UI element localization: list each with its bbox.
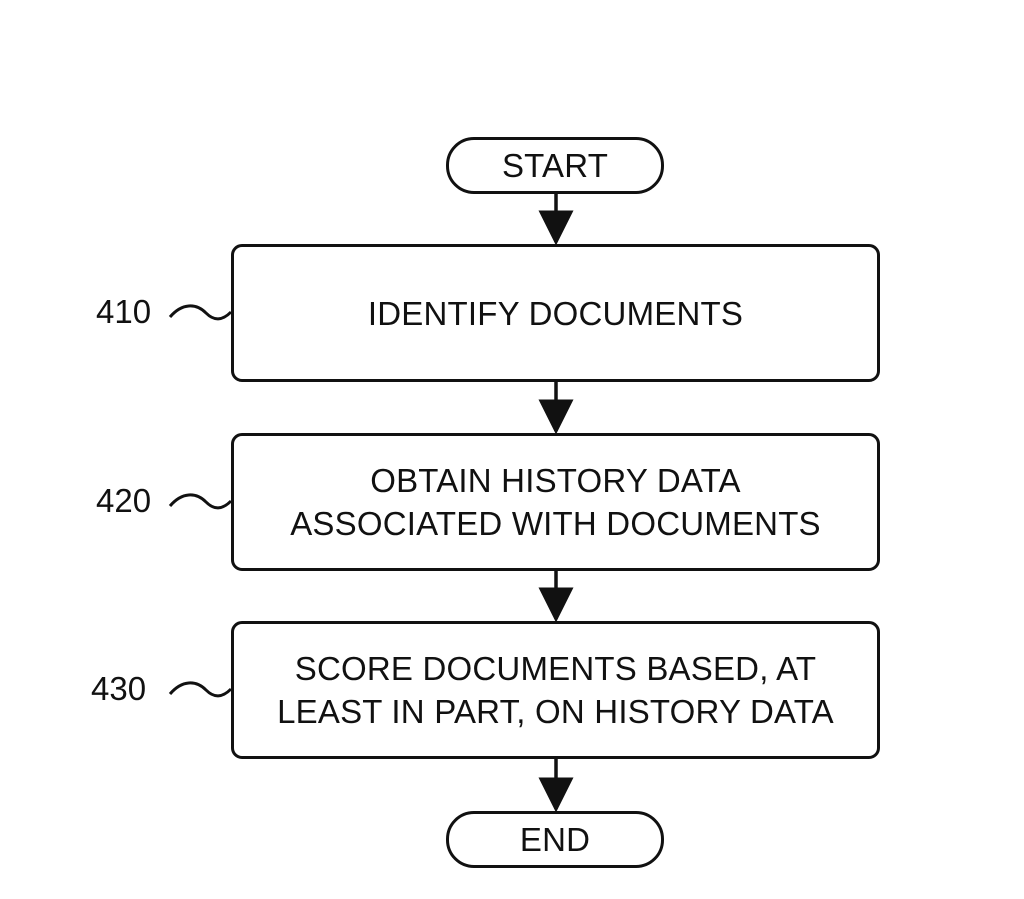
step-box-430: SCORE DOCUMENTS BASED, AT LEAST IN PART,… [231, 621, 880, 759]
reference-number-430: 430 [91, 670, 147, 707]
step-box-420: OBTAIN HISTORY DATA ASSOCIATED WITH DOCU… [231, 433, 880, 571]
reference-number-420: 420 [96, 482, 152, 519]
step-box-410: IDENTIFY DOCUMENTS [231, 244, 880, 382]
step-420-text: OBTAIN HISTORY DATA ASSOCIATED WITH DOCU… [290, 459, 821, 545]
step-430-line-1: SCORE DOCUMENTS BASED, AT [294, 650, 817, 687]
step-430-text: SCORE DOCUMENTS BASED, AT LEAST IN PART,… [277, 647, 834, 733]
step-410-text: IDENTIFY DOCUMENTS [368, 292, 743, 335]
leader-line-420 [168, 493, 233, 510]
reference-number-410: 410 [96, 293, 152, 330]
step-410-line-1: IDENTIFY DOCUMENTS [367, 294, 744, 332]
step-430-line-2: LEAST IN PART, ON HISTORY DATA [277, 693, 834, 730]
step-420-line-2: ASSOCIATED WITH DOCUMENTS [290, 505, 821, 542]
step-420-line-1: OBTAIN HISTORY DATA [370, 462, 741, 499]
start-label: START [501, 147, 609, 184]
start-terminal: START [446, 137, 664, 194]
leader-line-430 [168, 681, 233, 698]
leader-line-410 [168, 304, 233, 321]
end-label: END [519, 821, 591, 858]
end-terminal: END [446, 811, 664, 868]
